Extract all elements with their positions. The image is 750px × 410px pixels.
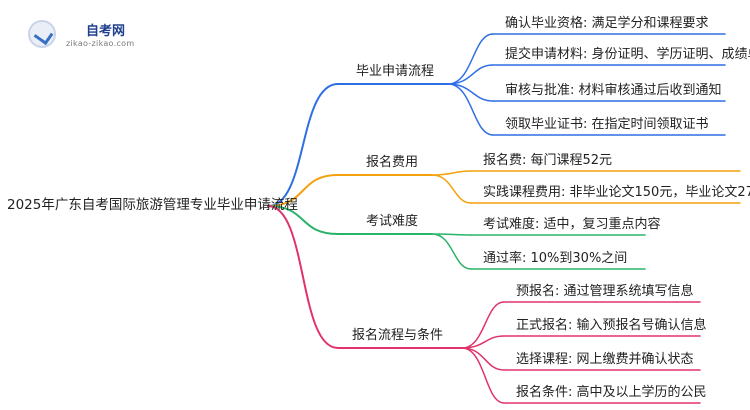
leaf-label: 考试难度: 适中，复习重点内容 — [483, 217, 661, 232]
leaf-label: 实践课程费用: 非毕业论文150元，毕业论文270元 — [483, 185, 750, 200]
leaf-label: 报名费: 每门课程52元 — [483, 153, 613, 168]
branch-connector — [267, 83, 339, 207]
leaf-label: 提交申请材料: 身份证明、学历证明、成绩单 — [505, 47, 750, 62]
leaf-connector — [447, 64, 494, 85]
leaf-connector — [431, 233, 472, 270]
mindmap-edges — [267, 33, 741, 404]
leaf-label: 领取毕业证书: 在指定时间领取证书 — [505, 117, 709, 132]
branch-connector — [267, 174, 339, 207]
branch-connector — [267, 205, 339, 235]
leaf-connector — [447, 83, 494, 136]
leaf-label: 报名条件: 高中及以上学历的公民 — [516, 385, 707, 400]
branch-label: 考试难度 — [366, 214, 419, 229]
leaf-connector — [461, 347, 505, 404]
leaf-connector — [461, 301, 505, 349]
branch-label: 报名费用 — [366, 155, 419, 170]
root-node: 2025年广东自考国际旅游管理专业毕业申请流程 — [7, 197, 298, 213]
site-logo[interactable]: 自考网 zikao-zikao.com — [28, 14, 138, 54]
leaf-connector — [431, 174, 472, 204]
leaf-connector — [447, 83, 494, 102]
branch-connector — [267, 205, 339, 349]
leaf-connector — [447, 33, 494, 85]
leaf-label: 选择课程: 网上缴费并确认状态 — [516, 352, 694, 367]
leaf-connector — [461, 347, 505, 371]
leaf-label: 预报名: 通过管理系统填写信息 — [516, 284, 694, 299]
logo-icon — [28, 20, 56, 48]
leaf-label: 审核与批准: 材料审核通过后收到通知 — [505, 83, 722, 98]
leaf-label: 正式报名: 输入预报名号确认信息 — [516, 318, 707, 333]
logo-url: zikao-zikao.com — [66, 39, 135, 48]
branch-label: 报名流程与条件 — [352, 328, 444, 343]
leaf-connector — [431, 170, 472, 176]
branch-label: 毕业申请流程 — [356, 64, 435, 79]
logo-title: 自考网 — [86, 24, 126, 39]
leaf-label: 确认毕业资格: 满足学分和课程要求 — [505, 16, 709, 31]
leaf-label: 通过率: 10%到30%之间 — [483, 251, 628, 266]
